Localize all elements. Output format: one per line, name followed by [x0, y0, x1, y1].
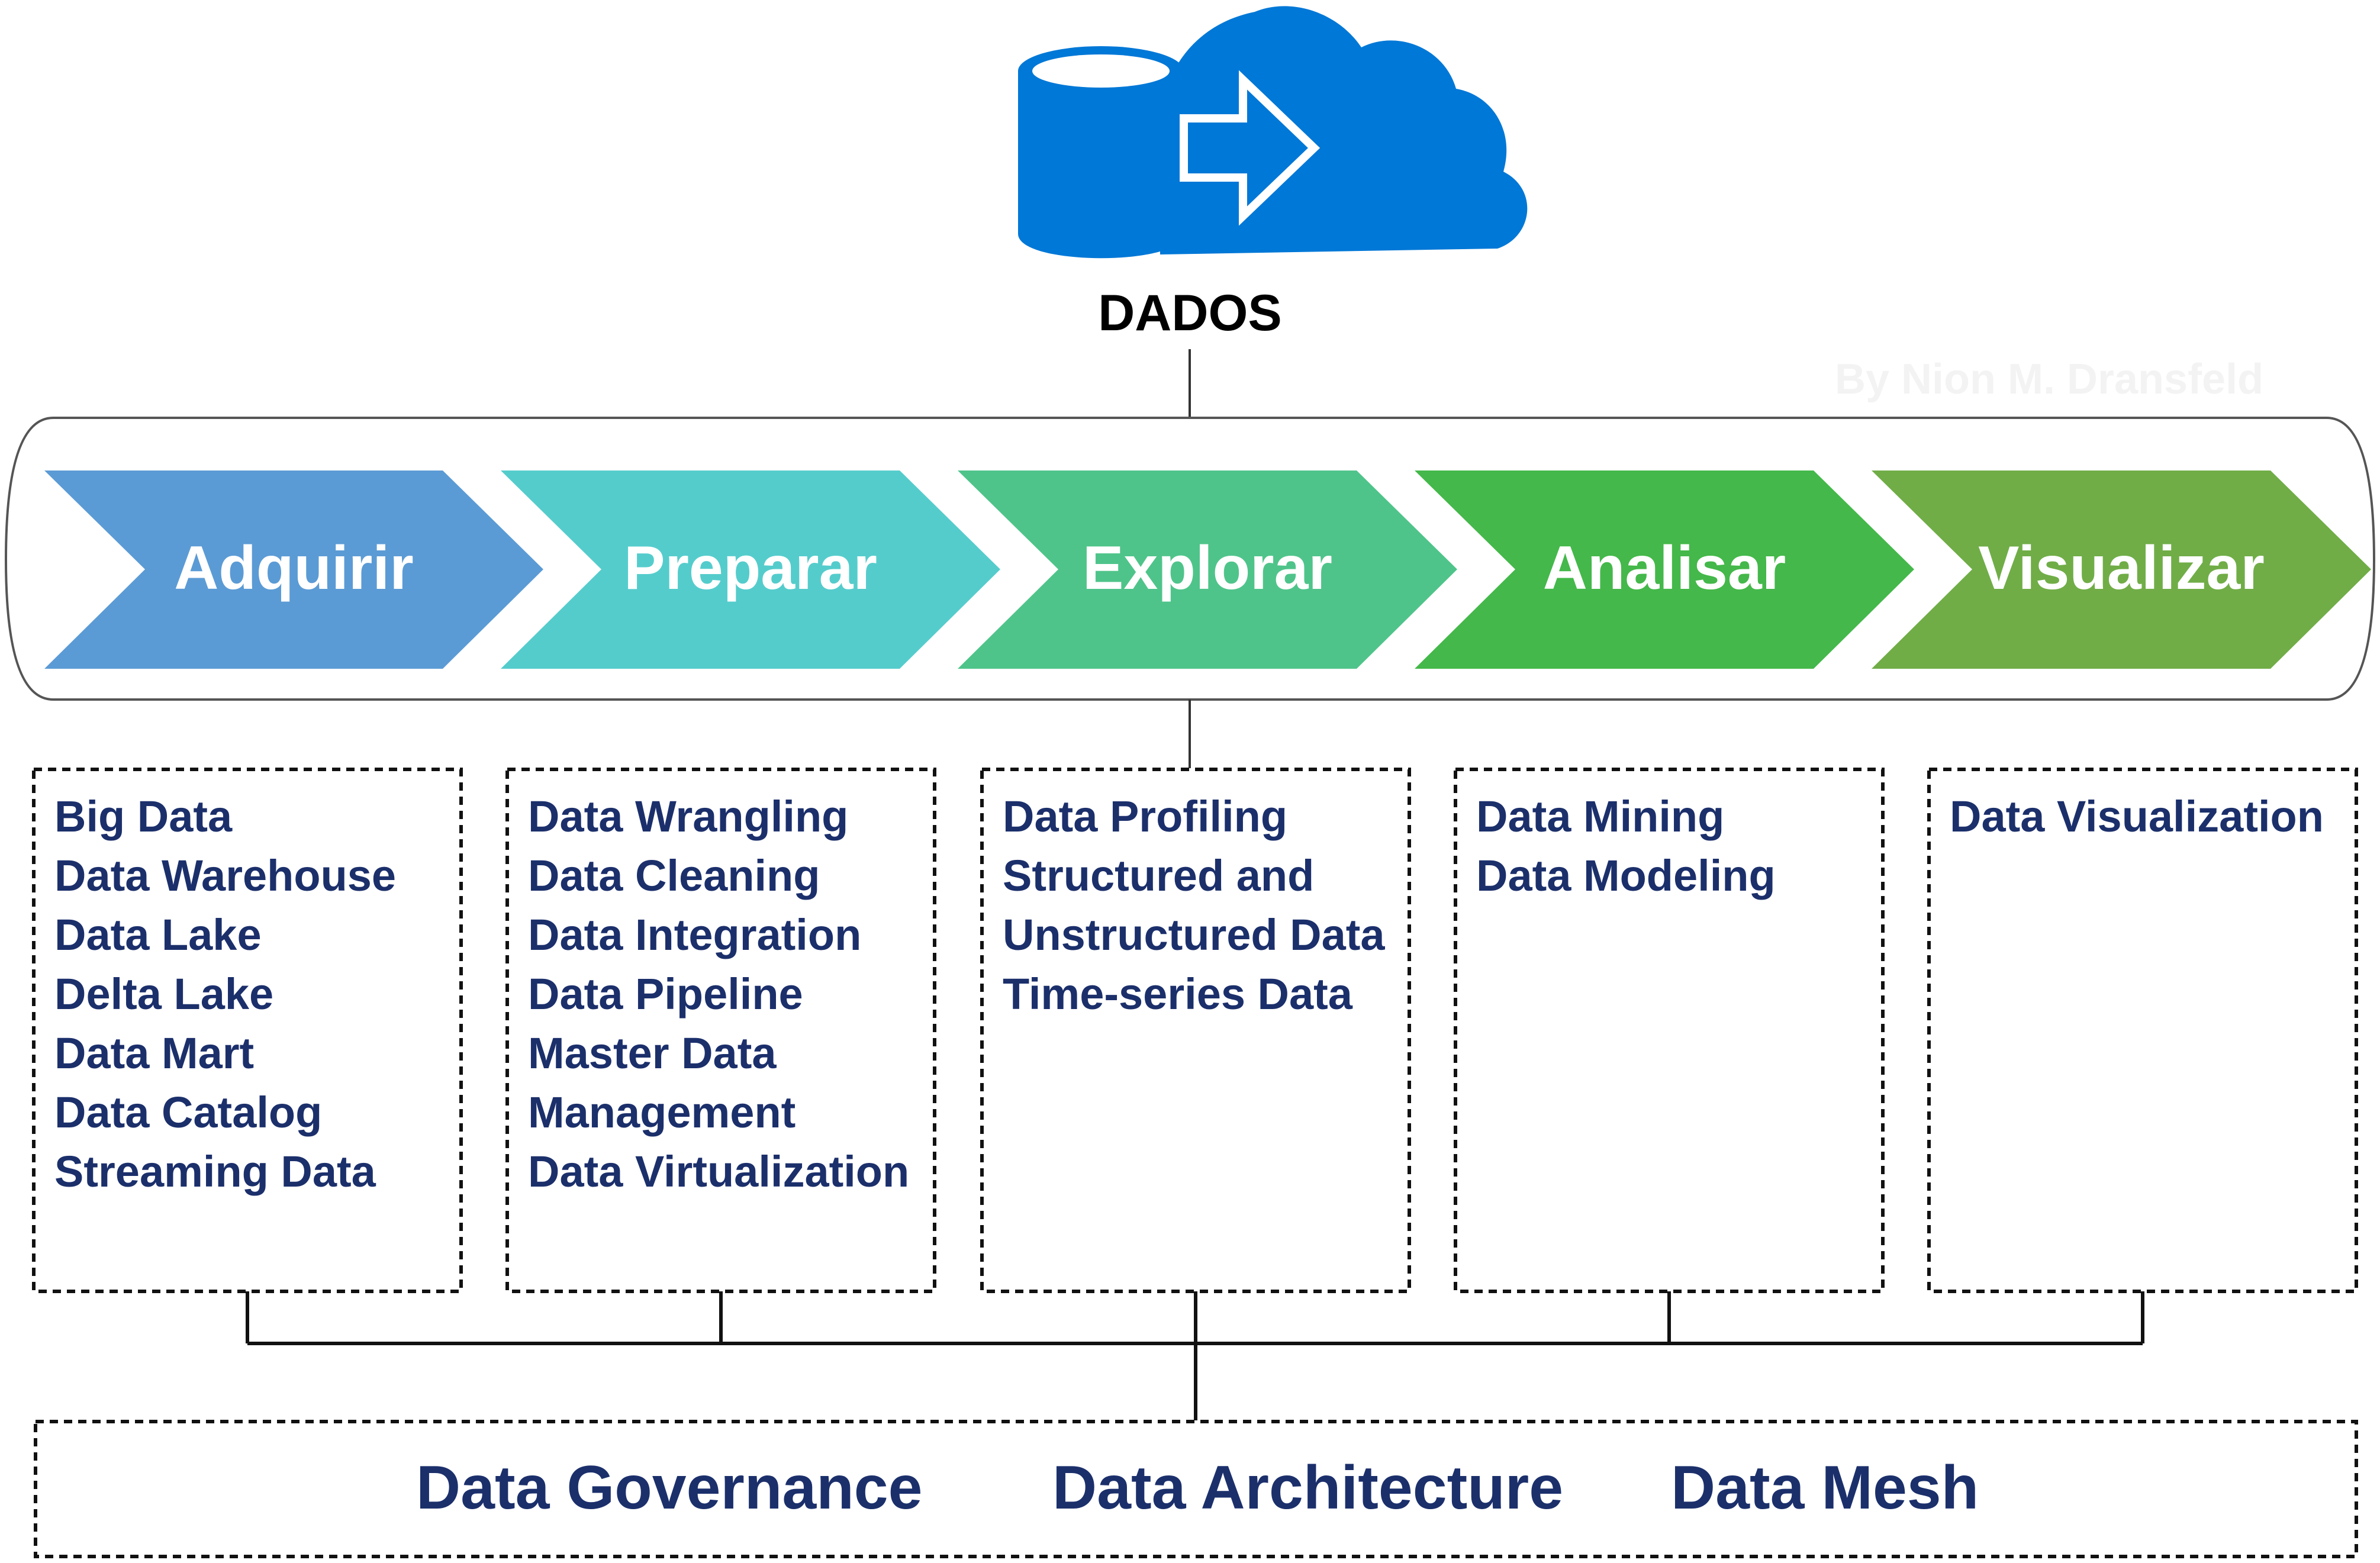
diagram-title: DADOS [1098, 285, 1282, 341]
list-item: Master Data [528, 1029, 777, 1078]
foundation-box [34, 1420, 2358, 1558]
database-cloud-arrow-icon [1018, 6, 1528, 259]
list-item: Data Mining [1476, 792, 1725, 841]
list-item: Data Virtualization [528, 1147, 910, 1196]
step-label-adquirir: Adquirir [174, 534, 414, 602]
list-item: Data Visualization [1950, 792, 2324, 841]
foundation-data-architecture: Data Architecture [1052, 1454, 1564, 1522]
list-item: Data Cleaning [528, 851, 820, 900]
chevron-analisar [1415, 470, 1914, 669]
box-explorar [980, 768, 1411, 1293]
step-label-analisar: Analisar [1542, 534, 1786, 602]
list-item: Data Pipeline [528, 969, 803, 1019]
list-item: Time-series Data [1003, 969, 1352, 1019]
box-adquirir [32, 768, 463, 1293]
list-item: Structured and [1003, 851, 1315, 900]
list-item: Data Lake [54, 910, 262, 959]
foundation-data-governance: Data Governance [416, 1454, 923, 1522]
foundation-data-mesh: Data Mesh [1671, 1454, 1979, 1522]
box-analisar [1454, 768, 1885, 1293]
box-visualizar [1927, 768, 2358, 1293]
list-item: Data Integration [528, 910, 862, 959]
bracket-connector [246, 1291, 2144, 1420]
box-list-visualizar: Data Visualization [1950, 787, 2324, 846]
chevron-preparar [501, 470, 1000, 669]
list-item: Data Modeling [1476, 851, 1776, 900]
chevron-visualizar [1872, 470, 2371, 669]
chevron-adquirir [44, 470, 543, 669]
author-credit: By Nion M. Dransfeld [1835, 356, 2264, 403]
step-label-visualizar: Visualizar [1978, 534, 2265, 602]
list-item: Management [528, 1088, 796, 1137]
list-item: Data Profiling [1003, 792, 1288, 841]
list-item: Data Catalog [54, 1088, 323, 1137]
list-item: Delta Lake [54, 969, 274, 1019]
list-item: Big Data [54, 792, 233, 841]
box-list-preparar: Data Wrangling Data Cleaning Data Integr… [528, 787, 909, 1201]
box-list-explorar: Data Profiling Structured and Unstructur… [1003, 787, 1385, 1024]
list-item: Streaming Data [54, 1147, 376, 1196]
list-item: Data Mart [54, 1029, 255, 1078]
list-item: Data Warehouse [54, 851, 397, 900]
box-preparar [505, 768, 936, 1293]
chevron-explorar [958, 470, 1457, 669]
step-label-preparar: Preparar [624, 534, 877, 602]
step-label-explorar: Explorar [1083, 534, 1332, 602]
box-list-analisar: Data Mining Data Modeling [1476, 787, 1776, 905]
list-item: Data Wrangling [528, 792, 849, 841]
process-band [4, 417, 2376, 701]
list-item: Unstructured Data [1003, 910, 1385, 959]
box-list-adquirir: Big Data Data Warehouse Data Lake Delta … [54, 787, 396, 1201]
